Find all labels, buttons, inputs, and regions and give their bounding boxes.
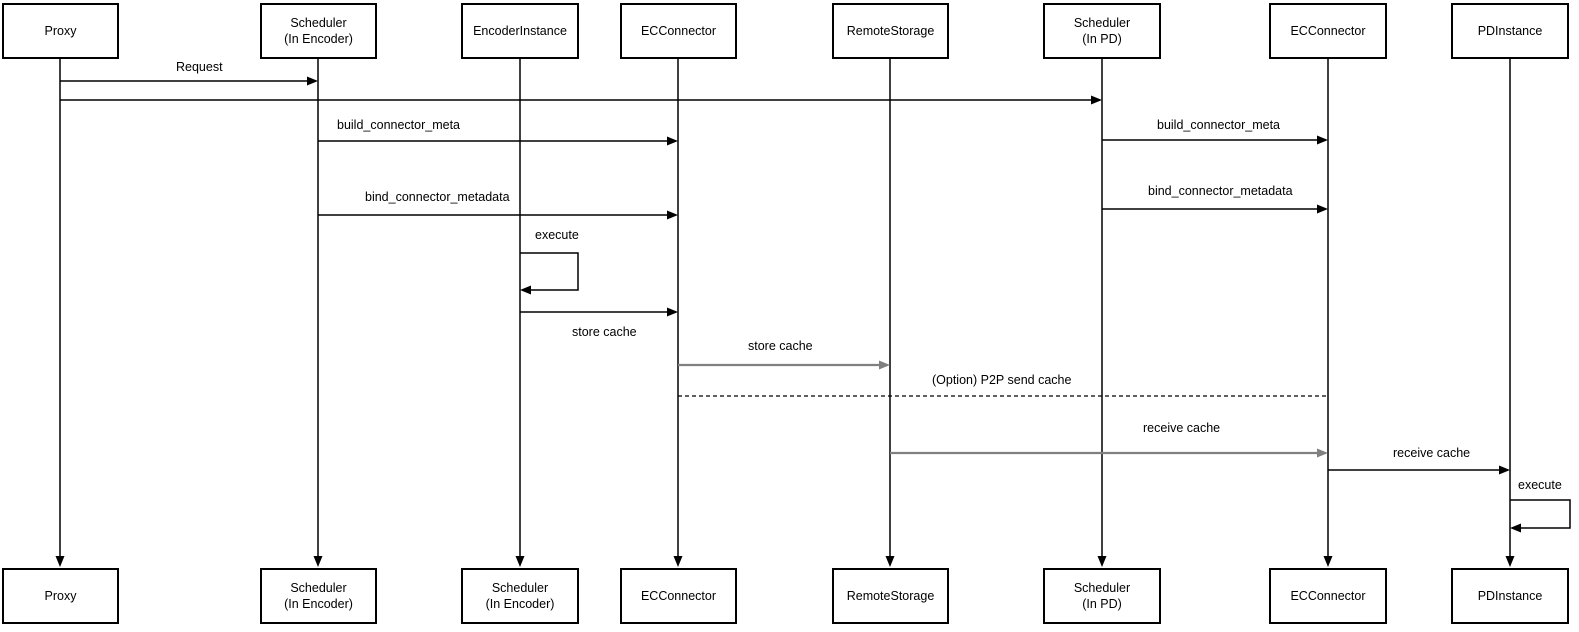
lifeline-ec-connector-encoder-arrowhead bbox=[673, 556, 683, 567]
message-store-cache-encoder-arrowhead bbox=[667, 307, 678, 317]
top-actor-box-encoder-instance: EncoderInstance bbox=[461, 3, 579, 59]
top-actor-label-line: (In Encoder) bbox=[284, 32, 353, 46]
message-label-execute-encoder: execute bbox=[535, 228, 579, 242]
message-execute-encoder-arrowhead bbox=[520, 285, 531, 295]
bottom-actor-label-line: Proxy bbox=[44, 588, 77, 603]
message-store-cache-remote-arrowhead bbox=[879, 360, 890, 370]
bottom-actor-box-scheduler-in-encoder: Scheduler (In Encoder) bbox=[260, 568, 377, 624]
message-bind-connector-metadata-encoder-arrowhead bbox=[667, 210, 678, 220]
bottom-actor-label-line: RemoteStorage bbox=[846, 588, 935, 603]
bottom-actor-label-line: PDInstance bbox=[1477, 588, 1543, 603]
bottom-actor-label-line: (In Encoder) bbox=[485, 597, 555, 611]
message-label-build-connector-meta-encoder: build_connector_meta bbox=[337, 118, 460, 132]
top-actor-box-pd-instance: PDInstance bbox=[1451, 3, 1569, 59]
message-label-bind-connector-metadata-pd: bind_connector_metadata bbox=[1148, 184, 1293, 198]
bottom-actor-label-line: ECConnector bbox=[1290, 588, 1366, 603]
bottom-actor-box-scheduler-in-pd: Scheduler (In PD) bbox=[1043, 568, 1161, 624]
bottom-actor-box-pd-instance: PDInstance bbox=[1451, 568, 1569, 624]
lifeline-scheduler-in-encoder-arrowhead bbox=[313, 556, 323, 567]
bottom-actor-box-remote-storage: RemoteStorage bbox=[832, 568, 949, 624]
message-label-receive-cache-remote: receive cache bbox=[1143, 421, 1221, 435]
top-actor-label-line: Proxy bbox=[44, 23, 77, 38]
bottom-actor-box-encoder-instance: Scheduler (In Encoder) bbox=[461, 568, 579, 624]
top-actor-box-remote-storage: RemoteStorage bbox=[832, 3, 949, 59]
message-label-bind-connector-metadata-encoder: bind_connector_metadata bbox=[365, 190, 510, 204]
bottom-actor-label-line: (In Encoder) bbox=[284, 597, 353, 611]
top-actor-label-line: Scheduler bbox=[290, 15, 347, 30]
top-actor-box-scheduler-in-encoder: Scheduler (In Encoder) bbox=[260, 3, 377, 59]
bottom-actor-label-line: ECConnector bbox=[640, 588, 717, 603]
top-actor-label-line: Scheduler bbox=[1073, 15, 1131, 30]
message-label-receive-cache-pd: receive cache bbox=[1393, 446, 1471, 460]
top-actor-box-ec-connector-encoder: ECConnector bbox=[620, 3, 737, 59]
lifeline-scheduler-in-pd-arrowhead bbox=[1097, 556, 1107, 567]
message-proxy-to-scheduler-pd-arrowhead bbox=[1091, 95, 1102, 105]
lifeline-encoder-instance-arrowhead bbox=[515, 556, 525, 567]
top-actor-box-ec-connector-pd: ECConnector bbox=[1269, 3, 1387, 59]
top-actor-label-line: (In PD) bbox=[1082, 32, 1122, 46]
message-receive-cache-remote-arrowhead bbox=[1317, 448, 1328, 458]
message-execute-pd-arrowhead bbox=[1510, 523, 1521, 533]
top-actor-label-line: ECConnector bbox=[640, 23, 717, 38]
message-receive-cache-pd-arrowhead bbox=[1499, 465, 1510, 475]
message-execute-pd bbox=[1510, 499, 1571, 529]
lifeline-remote-storage-arrowhead bbox=[885, 556, 895, 567]
bottom-actor-label-line: Scheduler bbox=[491, 580, 549, 595]
message-label-build-connector-meta-pd: build_connector_meta bbox=[1157, 118, 1280, 132]
message-label-execute-pd: execute bbox=[1518, 478, 1562, 492]
lifeline-proxy-arrowhead bbox=[55, 556, 65, 567]
top-actor-box-proxy: Proxy bbox=[2, 3, 119, 59]
bottom-actor-label-line: Scheduler bbox=[290, 580, 347, 595]
top-actor-label-line: RemoteStorage bbox=[846, 23, 935, 38]
message-label-store-cache-encoder: store cache bbox=[572, 325, 637, 339]
message-label-request: Request bbox=[176, 60, 223, 74]
bottom-actor-box-proxy: Proxy bbox=[2, 568, 119, 624]
message-label-p2p-send-cache: (Option) P2P send cache bbox=[932, 373, 1072, 387]
top-actor-box-scheduler-in-pd: Scheduler (In PD) bbox=[1043, 3, 1161, 59]
message-bind-connector-metadata-pd-arrowhead bbox=[1317, 204, 1328, 214]
message-execute-encoder bbox=[520, 252, 579, 291]
message-request-arrowhead bbox=[307, 76, 318, 86]
top-actor-label-line: EncoderInstance bbox=[473, 23, 567, 38]
bottom-actor-label-line: (In PD) bbox=[1082, 597, 1122, 611]
message-label-store-cache-remote: store cache bbox=[748, 339, 813, 353]
bottom-actor-label-line: Scheduler bbox=[1073, 580, 1131, 595]
top-actor-label-line: ECConnector bbox=[1290, 23, 1366, 38]
message-build-connector-meta-pd-arrowhead bbox=[1317, 135, 1328, 145]
bottom-actor-box-ec-connector-pd: ECConnector bbox=[1269, 568, 1387, 624]
lifeline-pd-instance-arrowhead bbox=[1505, 556, 1515, 567]
message-build-connector-meta-encoder-arrowhead bbox=[667, 136, 678, 146]
bottom-actor-box-ec-connector-encoder: ECConnector bbox=[620, 568, 737, 624]
lifeline-ec-connector-pd-arrowhead bbox=[1323, 556, 1333, 567]
top-actor-label-line: PDInstance bbox=[1477, 23, 1543, 38]
